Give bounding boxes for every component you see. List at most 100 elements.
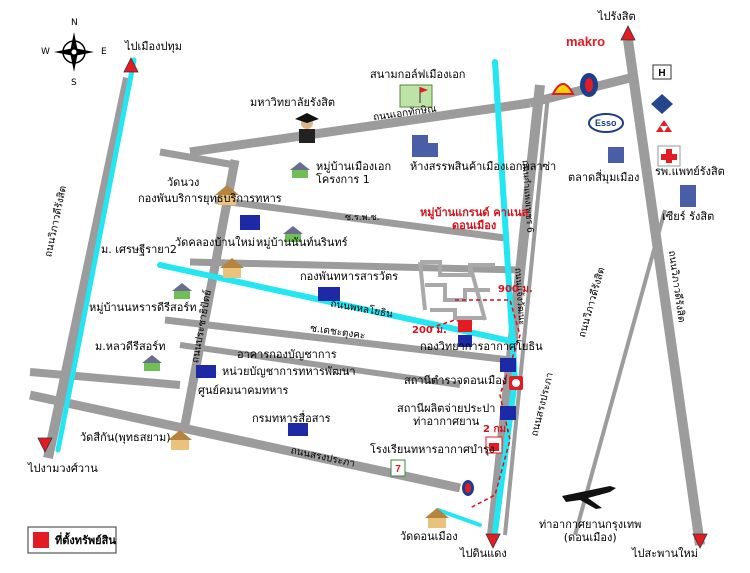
building-markers — [196, 215, 516, 436]
hospital-icon — [657, 145, 681, 167]
dir-rangsit: ไปรังสิต — [598, 10, 636, 23]
mitsubishi-icon — [656, 120, 672, 132]
house-icon — [290, 162, 310, 178]
arrow-pathum-icon — [123, 57, 139, 73]
honda-icon: H — [652, 64, 672, 80]
dir-pathum: ไปเมืองปทุม — [125, 40, 182, 53]
school-icon — [485, 436, 503, 454]
legend-box — [27, 526, 117, 554]
arrow-bangkhen-icon — [37, 437, 53, 453]
road-saphanmai — [573, 209, 667, 536]
road-kamphaeng — [503, 94, 550, 536]
road-songprapha — [29, 390, 461, 493]
building-icon — [240, 215, 260, 230]
village-nharat-label: หมู่บ้านนหรารดีรีสอร์ท — [89, 301, 197, 314]
road-mid-left — [189, 258, 521, 274]
golf-label: สนามกอล์ฟเมืองเอก — [370, 68, 466, 81]
canal-mid — [157, 262, 518, 345]
dir-dindaeng: ไปดินแดง — [460, 547, 507, 560]
road-mueangek — [189, 98, 531, 157]
building-icon — [288, 423, 308, 436]
ptt-icon-2 — [462, 480, 474, 496]
office-label: อาคารกองบัญชาการ — [237, 348, 337, 361]
mall-icon — [412, 135, 428, 157]
office-icons — [412, 135, 696, 207]
esso-logo: Esso — [595, 118, 617, 128]
wat-saman-label: วัดสีกัน(พุทธสยาม) — [80, 431, 171, 444]
mall-label: ห้างสรรพสินค้าเมืองเอกพลาซ่า — [410, 160, 557, 173]
village-nanthawan-label: หมู่บ้านนันท์นรินทร์ — [256, 236, 348, 249]
seven-eleven-icon: 7 — [390, 459, 406, 477]
compass-n: N — [71, 18, 78, 28]
center-label: ศูนย์คมนาคมทหาร — [198, 384, 289, 397]
airplane-icon — [562, 486, 616, 509]
compass-icon — [54, 32, 94, 72]
shell-icon — [551, 83, 575, 95]
road-phahon — [487, 84, 545, 536]
distance-2km: 2 กม. — [483, 424, 510, 435]
compass-e: E — [101, 47, 107, 57]
road-vibhavadi-left — [43, 76, 133, 460]
building-icon — [196, 365, 216, 378]
unit-label: หน่วยบัญชาการทหารพัฒนา — [222, 365, 356, 378]
compass-s: S — [71, 78, 77, 88]
esso-icon — [588, 113, 624, 133]
hospital-label: รพ.แพทย์รังสิต — [655, 165, 725, 178]
building-icon — [500, 406, 516, 420]
svg-text:7: 7 — [395, 464, 401, 475]
house-icon — [142, 355, 162, 371]
road-desaranuwat — [164, 316, 511, 364]
ptt-icon — [580, 73, 598, 97]
compass-w: W — [41, 47, 50, 57]
wat-bai-label: วัดคลองบ้านใหม่ — [175, 236, 255, 249]
zeer-label: เซียร์ รังสิต — [662, 210, 715, 223]
road-soi-ros — [214, 196, 506, 242]
dir-phayathai: ไปงามวงศ์วาน — [28, 462, 98, 475]
mall-icon-2 — [428, 143, 438, 157]
police-label: สถานีตำรวจดอนเมือง — [404, 374, 508, 387]
dir-saphanmai: ไปสะพานใหม่ — [632, 547, 698, 560]
road-top-right — [528, 73, 632, 108]
road-lower-left — [29, 368, 181, 389]
legend-label: ที่ตั้งทรัพย์สิน — [55, 534, 116, 547]
svg-text:H: H — [658, 68, 665, 79]
house-markers — [142, 162, 449, 528]
village1-label: หมู่บ้านเมืองเอก โครงการ 1 — [316, 160, 392, 186]
market-icon — [608, 147, 624, 163]
house-icon — [220, 258, 244, 278]
house-icon — [283, 226, 303, 242]
arrow-saphanmai-icon — [692, 533, 708, 549]
village-grid — [418, 260, 495, 321]
house-icon — [215, 185, 239, 205]
road-lower-mid — [179, 342, 461, 388]
wat-nuang-label: วัดนวง — [167, 176, 200, 189]
sriraya-label: ม. เศรษฐีรายา2 — [101, 243, 177, 256]
village-grand-label: หมู่บ้านแกรนด์ คาแนล ดอนเมือง — [420, 206, 529, 232]
house-icon — [425, 508, 449, 528]
kong-wittaya-label: กองวิทยาการอากาศโยธิน — [420, 340, 543, 353]
canal-left — [55, 57, 137, 453]
wat-donmueang-label: วัดดอนเมือง — [400, 530, 458, 543]
road-upper-inner — [159, 148, 236, 169]
fresh-market-label: ตลาดสี่มุมเมือง — [568, 171, 640, 184]
signal-label: กรมทหารสื่อสาร — [252, 412, 331, 425]
building-icon — [500, 358, 516, 372]
golf-icon — [399, 84, 433, 108]
zeer-icon — [680, 185, 696, 207]
airport-label: ท่าอากาศยานกรุงเทพ (ดอนเมือง) — [539, 518, 642, 544]
house-icon — [172, 283, 192, 299]
building-icon — [458, 335, 472, 347]
military-label: กองพันบริการยุทธบริการทหาร — [138, 192, 282, 205]
distance-900: 900 ม. — [498, 284, 533, 295]
canal-main — [492, 59, 518, 383]
house-icon — [168, 430, 192, 450]
road-vibhavadi-right — [623, 39, 705, 546]
waterworks-label: สถานีผลิตจ่ายประปา ท่าอากาศยาน — [397, 402, 496, 428]
village-lawadi-label: ม.หลวดีรีสอร์ท — [95, 340, 166, 353]
distance-200: 200 ม. — [412, 325, 447, 336]
kong-sarawat-label: กองพันทหารสารวัตร — [300, 270, 399, 283]
toyota-icon — [651, 94, 673, 114]
building-icon — [318, 287, 340, 301]
